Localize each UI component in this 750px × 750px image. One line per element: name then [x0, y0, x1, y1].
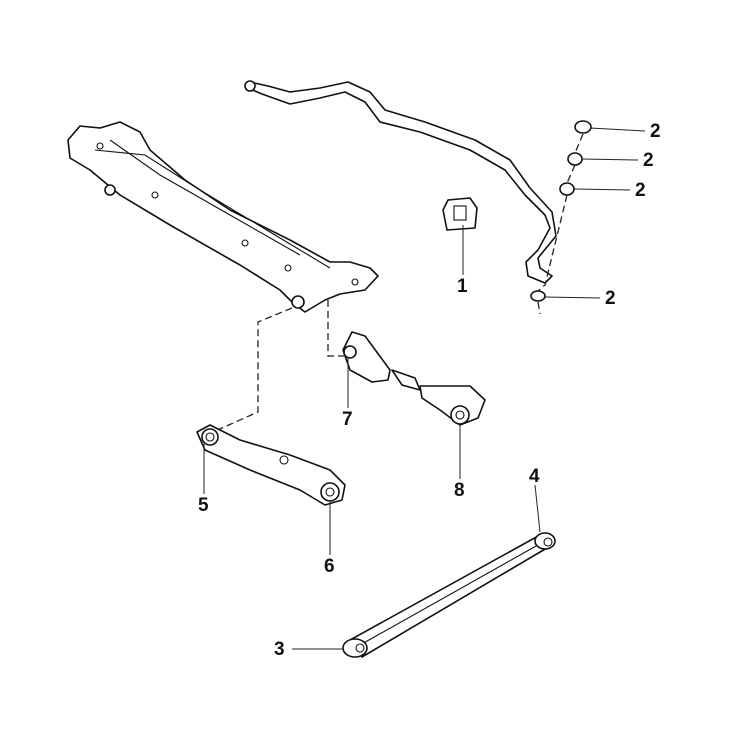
upper-link-assembly	[342, 331, 486, 426]
callout-1: 1	[457, 276, 468, 297]
callout-3: 3	[274, 639, 285, 660]
callout-2a: 2	[650, 121, 661, 142]
mount-line-a	[212, 307, 293, 433]
lower-control-arm	[196, 424, 346, 506]
callout-2c: 2	[635, 180, 646, 201]
callout-2b: 2	[643, 150, 654, 171]
crossmember	[67, 121, 379, 313]
callout-4: 4	[529, 466, 540, 487]
leader-lines	[203, 127, 646, 650]
callout-5: 5	[198, 495, 209, 516]
lateral-link	[342, 532, 556, 658]
mount-line-b	[327, 300, 345, 357]
callout-8: 8	[454, 480, 465, 501]
callout-6: 6	[324, 556, 335, 577]
stabilizer-bar	[244, 80, 557, 284]
stabilizer-bushing-1	[442, 197, 478, 231]
callout-7: 7	[342, 409, 353, 430]
link-bushings-2	[530, 120, 592, 315]
callout-2d: 2	[605, 288, 616, 309]
